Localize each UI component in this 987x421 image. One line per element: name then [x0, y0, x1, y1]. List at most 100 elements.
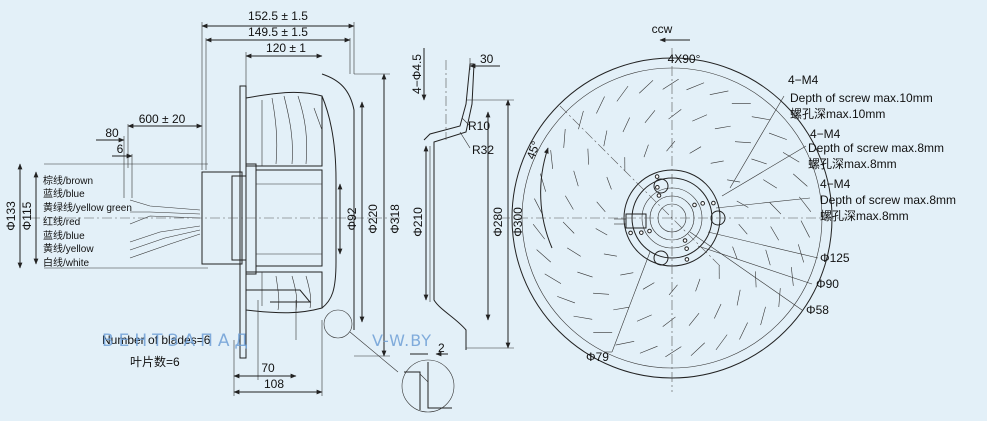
screw-depth-en: Depth of screw max.8mm: [808, 141, 944, 155]
screw-count: 4−M4: [820, 177, 851, 191]
dim-dia-79: Φ79: [586, 350, 609, 364]
blade-slit: [763, 180, 777, 188]
blade-slit: [537, 250, 551, 263]
screw-count: 4−M4: [810, 127, 841, 141]
dim-strip-80: 80: [105, 126, 119, 140]
blade-slit: [783, 152, 799, 162]
blade-slit: [791, 267, 793, 286]
dim-overall-width-b: 149.5 ± 1.5: [248, 25, 308, 39]
dim-dia-280: Φ280: [491, 207, 505, 237]
blade-slit: [617, 86, 628, 101]
blade-slit: [620, 273, 633, 275]
dim-base-70: 70: [261, 361, 275, 375]
blade-slit: [793, 174, 807, 187]
blade-slit: [696, 279, 700, 291]
blade-slit: [563, 222, 574, 233]
ring-section-view: 30 4−Φ4.5 R10 R32 Φ210 Φ280 Φ300 2: [402, 48, 525, 412]
screw-count: 4−M4: [788, 73, 819, 87]
dim-dia-58: Φ58: [806, 303, 829, 317]
front-view: 45° ccw 4X90° 4−M4 Depth of screw max.10…: [500, 22, 956, 392]
blade-slit: [637, 315, 652, 321]
dim-dia-115: Φ115: [20, 201, 34, 230]
blade-slit: [574, 171, 579, 186]
screw-depth-cn: 螺孔深max.8mm: [808, 157, 897, 171]
blade-slit: [669, 109, 682, 119]
blade-slit: [771, 226, 779, 240]
blade-slit: [755, 271, 756, 287]
dim-ring-30: 30: [480, 52, 494, 66]
dim-dia-125: Φ125: [820, 251, 850, 265]
blade-slit: [577, 272, 592, 277]
dim-base-108: 108: [264, 377, 284, 391]
blade-slit: [714, 304, 721, 318]
blade-slit: [737, 201, 748, 208]
wire-label: 棕线/brown: [43, 174, 93, 187]
screw-hole: [629, 231, 633, 235]
screw-hole: [648, 229, 652, 233]
blade-slit: [574, 316, 593, 319]
blade-slit: [623, 118, 630, 132]
blade-slit: [597, 202, 606, 212]
blade-slit: [690, 147, 701, 154]
blade-slit: [567, 248, 581, 256]
blade-slit: [613, 307, 629, 310]
dim-dia-133: Φ133: [4, 201, 18, 231]
screw-hole: [683, 239, 687, 243]
screw-hole: [656, 186, 660, 190]
blade-slit: [604, 131, 607, 147]
screw-hole: [712, 201, 716, 205]
blade-slit: [710, 91, 729, 95]
blade-slit: [801, 221, 810, 238]
blade-slit: [689, 313, 699, 325]
blade-slit: [711, 161, 724, 163]
dim-r32: R32: [472, 143, 494, 157]
wire-legend: 棕线/brown 蓝线/blue 黄绿线/yellow green 红线/red…: [43, 174, 132, 269]
blade-slit: [691, 343, 705, 356]
wire-label: 白线/white: [43, 256, 90, 269]
screw-hole: [657, 194, 661, 198]
blade-slit: [739, 323, 747, 340]
blade-slit: [669, 285, 677, 295]
blade-slit: [640, 346, 658, 353]
blade-slit: [735, 142, 751, 143]
blade-slit: [616, 341, 635, 345]
screw-hole: [655, 175, 659, 179]
screw-depth-cn: 螺孔深max.10mm: [790, 107, 885, 121]
blade-slit: [733, 247, 738, 259]
screw-depth-cn: 螺孔深max.8mm: [820, 209, 909, 223]
front-angle: 45°: [524, 139, 543, 161]
blade-slit: [779, 288, 780, 307]
blade-slit: [639, 80, 653, 93]
wire-label: 红线/red: [43, 215, 80, 228]
blade-slit: [604, 254, 617, 256]
rotation-direction: ccw: [652, 22, 673, 36]
blade-slit: [533, 224, 545, 239]
wire-label: 黄绿线/yellow green: [43, 201, 132, 214]
dim-r10: R10: [468, 119, 490, 133]
dim-strip-6: 6: [117, 142, 124, 156]
blade-slit: [715, 126, 731, 129]
screw-hole: [685, 258, 689, 262]
blade-slit: [769, 133, 787, 140]
blade-slit: [545, 274, 561, 284]
blade-slit: [557, 296, 575, 303]
blade-slit: [667, 141, 675, 151]
blades-count-cn: 叶片数=6: [130, 354, 180, 369]
blade-slit: [596, 228, 607, 235]
dim-dia-92: Φ92: [345, 207, 359, 230]
blade-slit: [761, 307, 766, 325]
blade-slit: [692, 115, 707, 121]
wire-label: 黄线/yellow: [43, 242, 94, 255]
blade-slit: [578, 111, 583, 129]
blade-slit: [752, 117, 771, 120]
watermark-right: V-W.BY: [372, 331, 432, 350]
dim-cable-length: 600 ± 20: [139, 112, 186, 126]
dim-dia-220: Φ220: [366, 204, 380, 234]
screw-hole: [693, 203, 697, 207]
blade-slit: [766, 250, 771, 265]
blade-slit: [687, 83, 705, 90]
hole-pattern: 4X90°: [668, 52, 701, 66]
screw-depth-en: Depth of screw max.10mm: [790, 91, 933, 105]
